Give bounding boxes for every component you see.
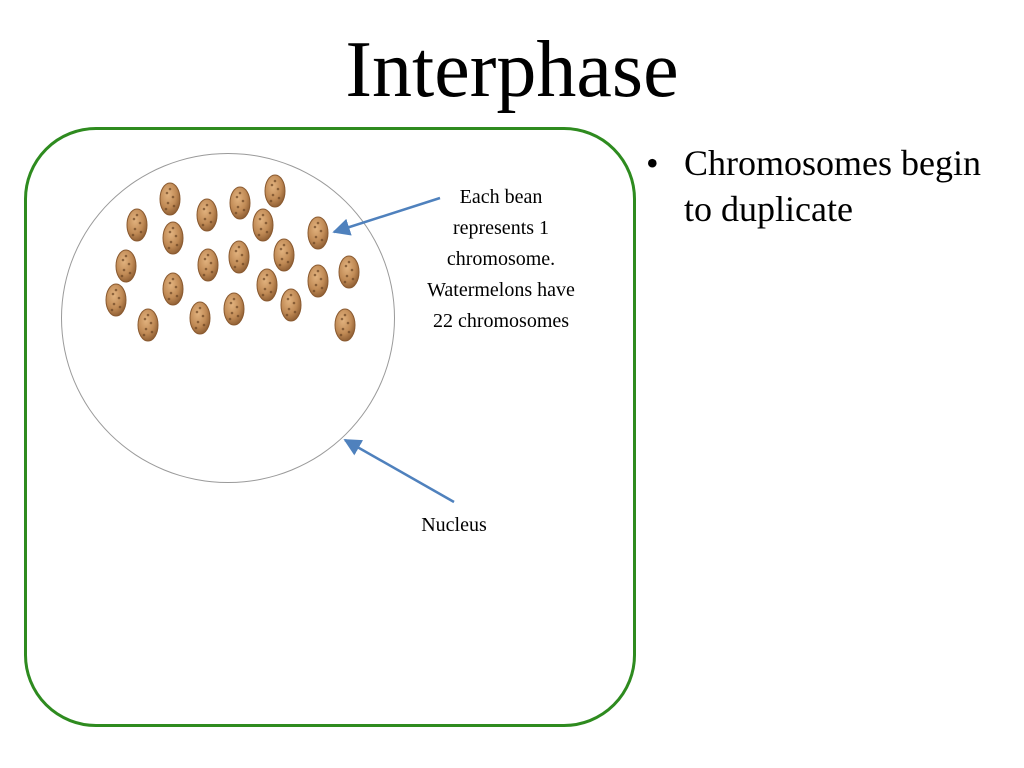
- slide-title: Interphase: [345, 26, 679, 114]
- bullet-list: • Chromosomes begin to duplicate: [646, 140, 1016, 232]
- bullet-marker: •: [646, 143, 659, 183]
- bean-label: Each bean represents 1 chromosome. Water…: [427, 186, 575, 332]
- nucleus-label: Nucleus: [421, 514, 487, 536]
- nucleus-outline: [61, 153, 395, 483]
- cell-membrane: [24, 127, 636, 727]
- bullet-item: • Chromosomes begin to duplicate: [646, 140, 1016, 232]
- bullet-text: Chromosomes begin to duplicate: [684, 143, 981, 229]
